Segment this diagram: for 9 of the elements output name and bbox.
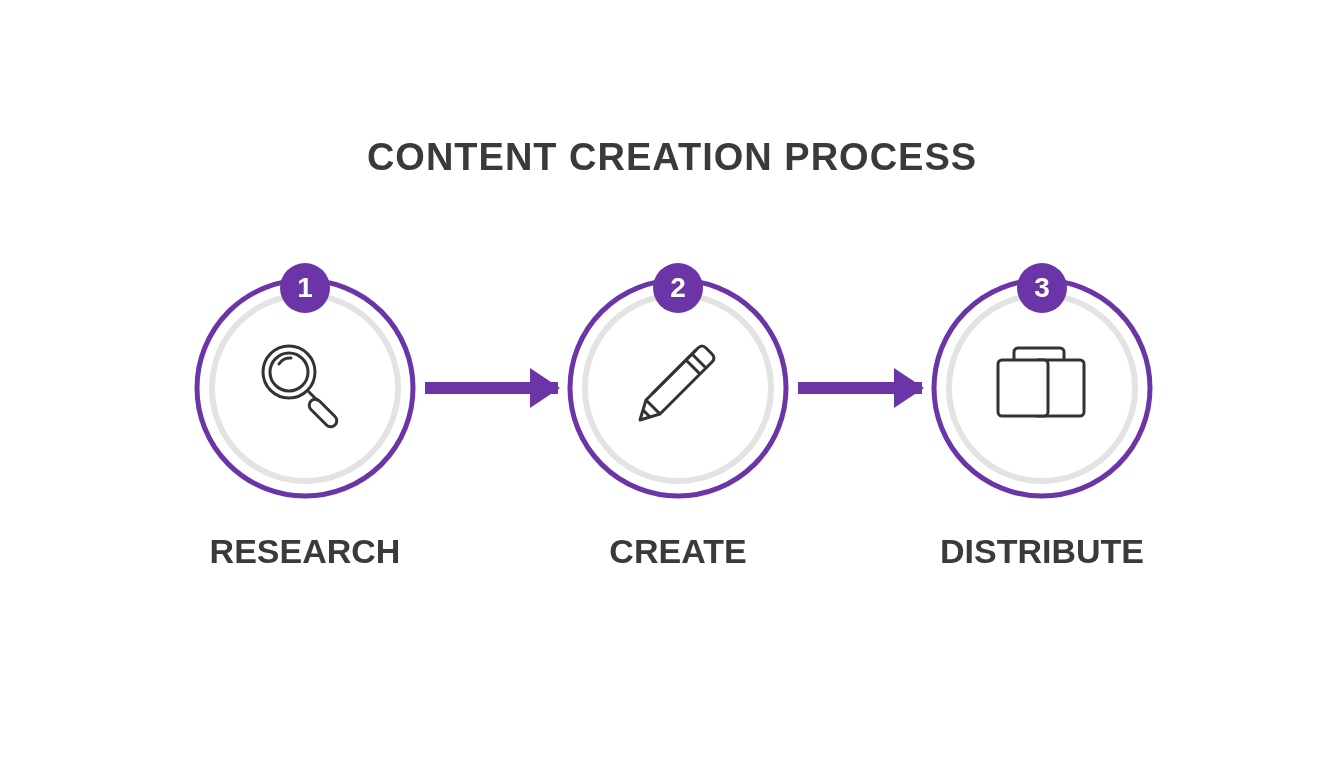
arrow bbox=[425, 368, 560, 408]
step-number-badge: 1 bbox=[280, 263, 330, 313]
step-number-badge: 2 bbox=[653, 263, 703, 313]
step-label: DISTRIBUTE bbox=[940, 532, 1144, 570]
step-number-badge: 3 bbox=[1017, 263, 1067, 313]
arrow bbox=[798, 368, 924, 408]
step-label: CREATE bbox=[609, 532, 747, 570]
step-label: RESEARCH bbox=[209, 532, 401, 570]
diagram-title: CONTENT CREATION PROCESS bbox=[366, 136, 978, 178]
